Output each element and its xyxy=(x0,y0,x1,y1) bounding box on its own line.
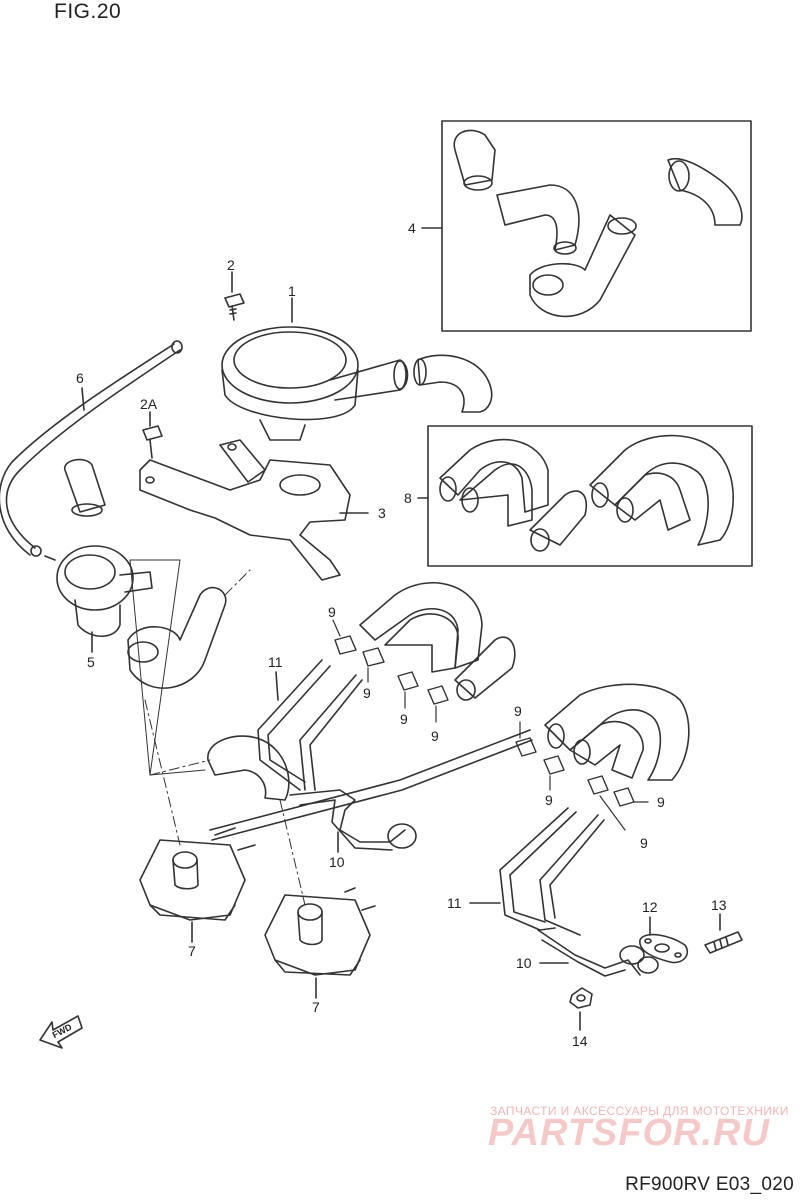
bracket-3 xyxy=(139,439,351,581)
vacuum-hose-6 xyxy=(0,340,183,557)
hose-elbow-middle xyxy=(127,586,227,689)
diagram-code: RF900RV E03_020 xyxy=(625,1174,794,1195)
hose-kit-box-4 xyxy=(441,120,752,332)
callout-9-c: 9 xyxy=(400,711,408,727)
leader-11-left xyxy=(275,671,279,701)
valve-7-left xyxy=(139,827,256,921)
hose-elbow-upper xyxy=(417,354,493,413)
reference-lines xyxy=(129,559,206,776)
hose-set-8 xyxy=(439,434,734,552)
hose-end xyxy=(413,358,427,386)
callout-1: 1 xyxy=(288,283,296,299)
leader-6 xyxy=(81,387,85,411)
callout-2a: 2A xyxy=(140,396,158,412)
callout-8: 8 xyxy=(404,490,412,506)
callout-4: 4 xyxy=(408,220,416,236)
callout-6: 6 xyxy=(76,370,84,386)
clamp-leaders xyxy=(332,619,649,831)
clamp-9-set xyxy=(334,635,635,807)
pair-valve-1 xyxy=(221,326,409,441)
callout-2: 2 xyxy=(227,257,235,273)
callout-11-left: 11 xyxy=(268,654,283,670)
fwd-arrow-icon xyxy=(39,1015,83,1049)
valve-7-center xyxy=(264,887,376,976)
air-pipe-11-left xyxy=(257,659,363,791)
figure-title: FIG.20 xyxy=(54,0,122,23)
air-pipe-11-right xyxy=(499,807,605,936)
air-pipe-10-left xyxy=(209,729,533,851)
hose-kit-box-8 xyxy=(427,425,753,567)
bolt-2 xyxy=(224,293,245,321)
callout-9-a: 9 xyxy=(328,604,336,620)
callout-10-left: 10 xyxy=(329,854,345,870)
callout-9-f: 9 xyxy=(545,792,553,808)
callout-labels: 1 2 2A 3 4 5 6 7 7 8 9 9 9 9 9 9 9 9 9 9… xyxy=(76,220,727,1049)
callout-13: 13 xyxy=(711,897,727,913)
stud-13 xyxy=(704,931,743,954)
watermark-brand: PARTSFOR.RU xyxy=(488,1112,770,1154)
callout-9-g: 9 xyxy=(640,835,648,851)
callout-12: 12 xyxy=(642,899,658,915)
callout-7-center: 7 xyxy=(312,999,320,1015)
callout-11-right: 11 xyxy=(447,895,462,911)
watermark-tagline: ЗАПЧАСТИ И АКСЕССУАРЫ ДЛЯ МОТОТЕХНИКИ xyxy=(490,1104,789,1118)
hose-elbow-center xyxy=(207,735,290,801)
hose-u-middle xyxy=(359,581,516,701)
valve-5 xyxy=(44,458,153,638)
callout-14: 14 xyxy=(572,1033,588,1049)
nut-14 xyxy=(569,987,593,1009)
callout-9-b: 9 xyxy=(363,685,371,701)
bolt-2a xyxy=(142,425,163,459)
callout-9-e: 9 xyxy=(514,703,522,719)
callout-9-d: 9 xyxy=(431,728,439,744)
hose-u-right xyxy=(544,683,690,781)
callout-9-h: 9 xyxy=(657,794,665,810)
callout-3: 3 xyxy=(378,505,386,521)
assembly-lines xyxy=(144,569,306,906)
air-pipe-10-right xyxy=(537,929,659,977)
callout-10-right: 10 xyxy=(516,955,532,971)
callout-5: 5 xyxy=(87,654,95,670)
gasket-12 xyxy=(639,933,689,964)
hose-set-4 xyxy=(453,129,743,318)
callout-7-left: 7 xyxy=(188,943,196,959)
